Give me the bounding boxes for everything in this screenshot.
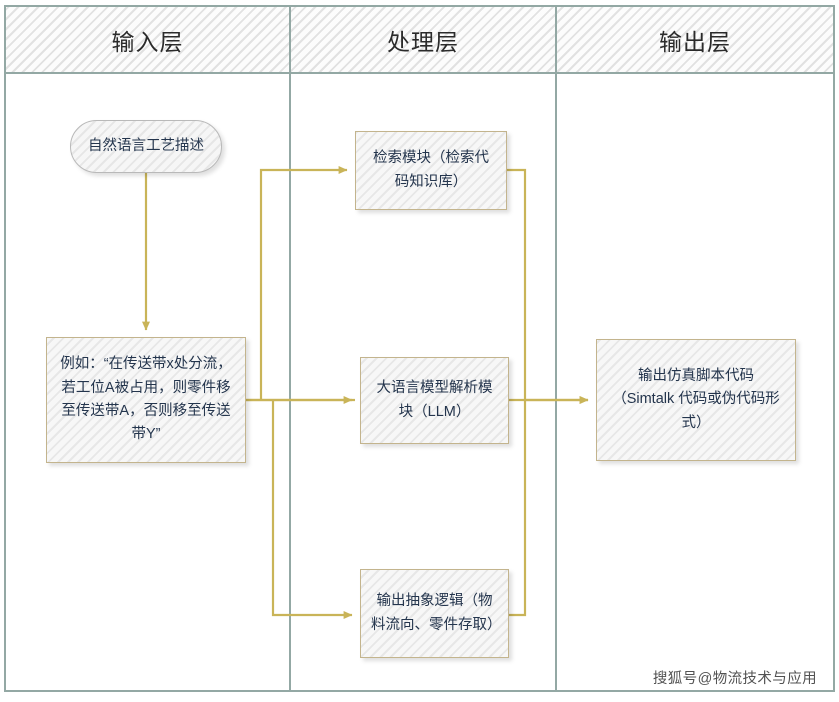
edge-input-example-to-retrieval bbox=[259, 166, 348, 400]
node-abstract-logic-output[interactable]: 输出抽象逻辑（物料流向、零件存取） bbox=[360, 569, 509, 658]
node-retrieval-label: 检索模块（检索代码知识库） bbox=[373, 150, 489, 190]
node-simulation-script-output[interactable]: 输出仿真脚本代码（Simtalk 代码或伪代码形式） bbox=[596, 339, 796, 461]
node-input-example-label: 例如：“在传送带x处分流，若工位A被占用，则零件移至传送带A，否则移至传送带Y” bbox=[60, 356, 232, 443]
lane-divider-input-process bbox=[289, 74, 291, 692]
lane-header-input: 输入层 bbox=[6, 7, 291, 72]
edge-input-example-to-abstract-logic bbox=[271, 400, 353, 619]
watermark: 搜狐号@物流技术与应用 bbox=[652, 671, 817, 687]
lane-header-process-label: 处理层 bbox=[387, 28, 459, 55]
lane-divider-process-output bbox=[555, 74, 557, 692]
edge-retrieval-to-script-output bbox=[507, 168, 589, 404]
lane-header-output: 输出层 bbox=[557, 7, 833, 72]
node-script-output-label: 输出仿真脚本代码（Simtalk 代码或伪代码形式） bbox=[612, 367, 780, 431]
node-retrieval-module[interactable]: 检索模块（检索代码知识库） bbox=[355, 131, 507, 210]
node-start-label: 自然语言工艺描述 bbox=[88, 137, 204, 154]
node-natural-language-process-description[interactable]: 自然语言工艺描述 bbox=[70, 120, 222, 173]
node-input-example[interactable]: 例如：“在传送带x处分流，若工位A被占用，则零件移至传送带A，否则移至传送带Y” bbox=[46, 337, 246, 463]
node-abstract-logic-label: 输出抽象逻辑（物料流向、零件存取） bbox=[371, 593, 502, 633]
lane-header-process: 处理层 bbox=[291, 7, 557, 72]
lane-header-output-label: 输出层 bbox=[659, 28, 731, 55]
node-llm-parsing-module[interactable]: 大语言模型解析模块（LLM） bbox=[360, 357, 509, 444]
edge-abstract-logic-to-script-output bbox=[509, 400, 527, 617]
swimlane-header-row: 输入层 处理层 输出层 bbox=[4, 5, 835, 74]
lane-header-input-label: 输入层 bbox=[111, 28, 184, 55]
node-llm-label: 大语言模型解析模块（LLM） bbox=[376, 380, 493, 420]
